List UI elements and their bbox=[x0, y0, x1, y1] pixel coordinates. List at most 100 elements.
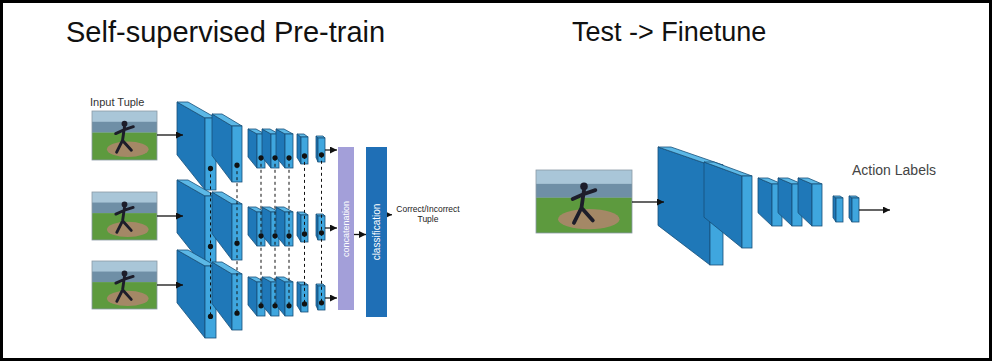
layer-top bbox=[297, 282, 308, 285]
weight-sharing-dot bbox=[208, 244, 213, 249]
layer-front bbox=[318, 138, 325, 162]
layer-side bbox=[658, 147, 710, 265]
section-title: Test -> Finetune bbox=[572, 17, 766, 48]
weight-sharing-line bbox=[304, 156, 305, 304]
finetune-network bbox=[658, 147, 859, 265]
conv-layer bbox=[297, 282, 308, 312]
conv-layer bbox=[276, 277, 293, 316]
weight-sharing-dot bbox=[234, 311, 239, 316]
layer-front bbox=[742, 176, 752, 248]
layer-side bbox=[248, 277, 257, 316]
weight-sharing-line bbox=[261, 158, 262, 306]
layer-top bbox=[212, 114, 242, 126]
weight-sharing-dot bbox=[286, 155, 291, 160]
conv-layer bbox=[212, 262, 242, 330]
weight-sharing-dot bbox=[302, 231, 307, 236]
input-arrow bbox=[157, 284, 183, 285]
conv-layer bbox=[276, 207, 293, 246]
output-arrow bbox=[387, 214, 392, 215]
layer-side bbox=[297, 212, 301, 242]
conv-layer bbox=[704, 162, 752, 248]
weight-sharing-line bbox=[275, 158, 276, 306]
input-arrow bbox=[157, 215, 183, 216]
frame-outline bbox=[92, 192, 157, 240]
weight-sharing-dot bbox=[319, 300, 324, 305]
conv-layer bbox=[276, 129, 293, 168]
weight-sharing-dot bbox=[302, 153, 307, 158]
weight-sharing-line bbox=[237, 165, 238, 313]
layer-top bbox=[276, 129, 293, 134]
weight-sharing-dot bbox=[234, 241, 239, 246]
player-body bbox=[116, 276, 133, 301]
layer-front bbox=[852, 198, 859, 222]
layer-front bbox=[285, 134, 293, 168]
dirt-mound bbox=[558, 209, 619, 229]
layer-side bbox=[276, 207, 285, 246]
weight-sharing-dot bbox=[319, 230, 324, 235]
layer-top bbox=[276, 277, 293, 282]
layer-top bbox=[276, 207, 293, 212]
feature-arrow bbox=[325, 297, 337, 298]
siamese-stream bbox=[177, 250, 325, 338]
layer-front bbox=[285, 282, 293, 316]
layer-side bbox=[798, 178, 812, 226]
feature-arrow bbox=[325, 149, 337, 150]
layer-top bbox=[297, 134, 308, 137]
output-label: Correct/Incorrect Tuple bbox=[395, 205, 461, 225]
classification-bar: classification bbox=[366, 147, 387, 317]
conv-layer bbox=[297, 212, 308, 242]
layer-side bbox=[297, 282, 301, 312]
feature-arrow bbox=[325, 227, 337, 228]
weight-sharing-dot bbox=[208, 314, 213, 319]
weight-sharing-line bbox=[210, 168, 211, 316]
flow-arrow bbox=[354, 234, 366, 235]
layer-top bbox=[297, 212, 308, 215]
weight-sharing-dot bbox=[258, 155, 263, 160]
layer-front bbox=[232, 274, 242, 330]
conv-layer bbox=[849, 196, 859, 222]
layer-side bbox=[248, 129, 257, 168]
layer-side bbox=[262, 129, 271, 168]
player-body bbox=[116, 207, 133, 232]
conv-layer bbox=[798, 178, 822, 226]
video-frame bbox=[536, 170, 632, 233]
output-arrow bbox=[859, 209, 890, 210]
video-frame bbox=[92, 261, 157, 309]
sky bbox=[92, 192, 157, 240]
layer-side bbox=[758, 178, 772, 226]
layer-front bbox=[285, 212, 293, 246]
weight-sharing-dot bbox=[258, 233, 263, 238]
layer-front bbox=[812, 184, 822, 226]
video-frame bbox=[92, 192, 157, 240]
weight-sharing-dot bbox=[272, 303, 277, 308]
weight-sharing-dot bbox=[258, 303, 263, 308]
weight-sharing-dot bbox=[234, 163, 239, 168]
input-arrow bbox=[632, 201, 664, 202]
siamese-stream bbox=[177, 180, 325, 268]
conv-layer bbox=[833, 196, 843, 222]
frame-outline bbox=[536, 170, 632, 233]
layer-front bbox=[836, 198, 843, 222]
sky bbox=[92, 111, 157, 160]
bar-label: concatenation bbox=[342, 200, 351, 256]
weight-sharing-line bbox=[289, 158, 290, 306]
layer-top bbox=[798, 178, 822, 184]
bar-label: classification bbox=[372, 204, 382, 261]
sky bbox=[536, 170, 632, 233]
conv-layer bbox=[316, 214, 325, 240]
layer-side bbox=[849, 196, 852, 222]
video-frame bbox=[92, 111, 157, 160]
weight-sharing-dot bbox=[272, 233, 277, 238]
conv-layer bbox=[316, 284, 325, 310]
dirt-mound bbox=[107, 291, 149, 306]
conv-layer bbox=[297, 134, 308, 164]
dirt-mound bbox=[107, 222, 149, 237]
player-body bbox=[573, 190, 596, 223]
output-label: Action Labels bbox=[852, 162, 936, 178]
weight-sharing-line bbox=[321, 155, 322, 303]
weight-sharing-dot bbox=[286, 303, 291, 308]
layer-top bbox=[177, 102, 216, 118]
